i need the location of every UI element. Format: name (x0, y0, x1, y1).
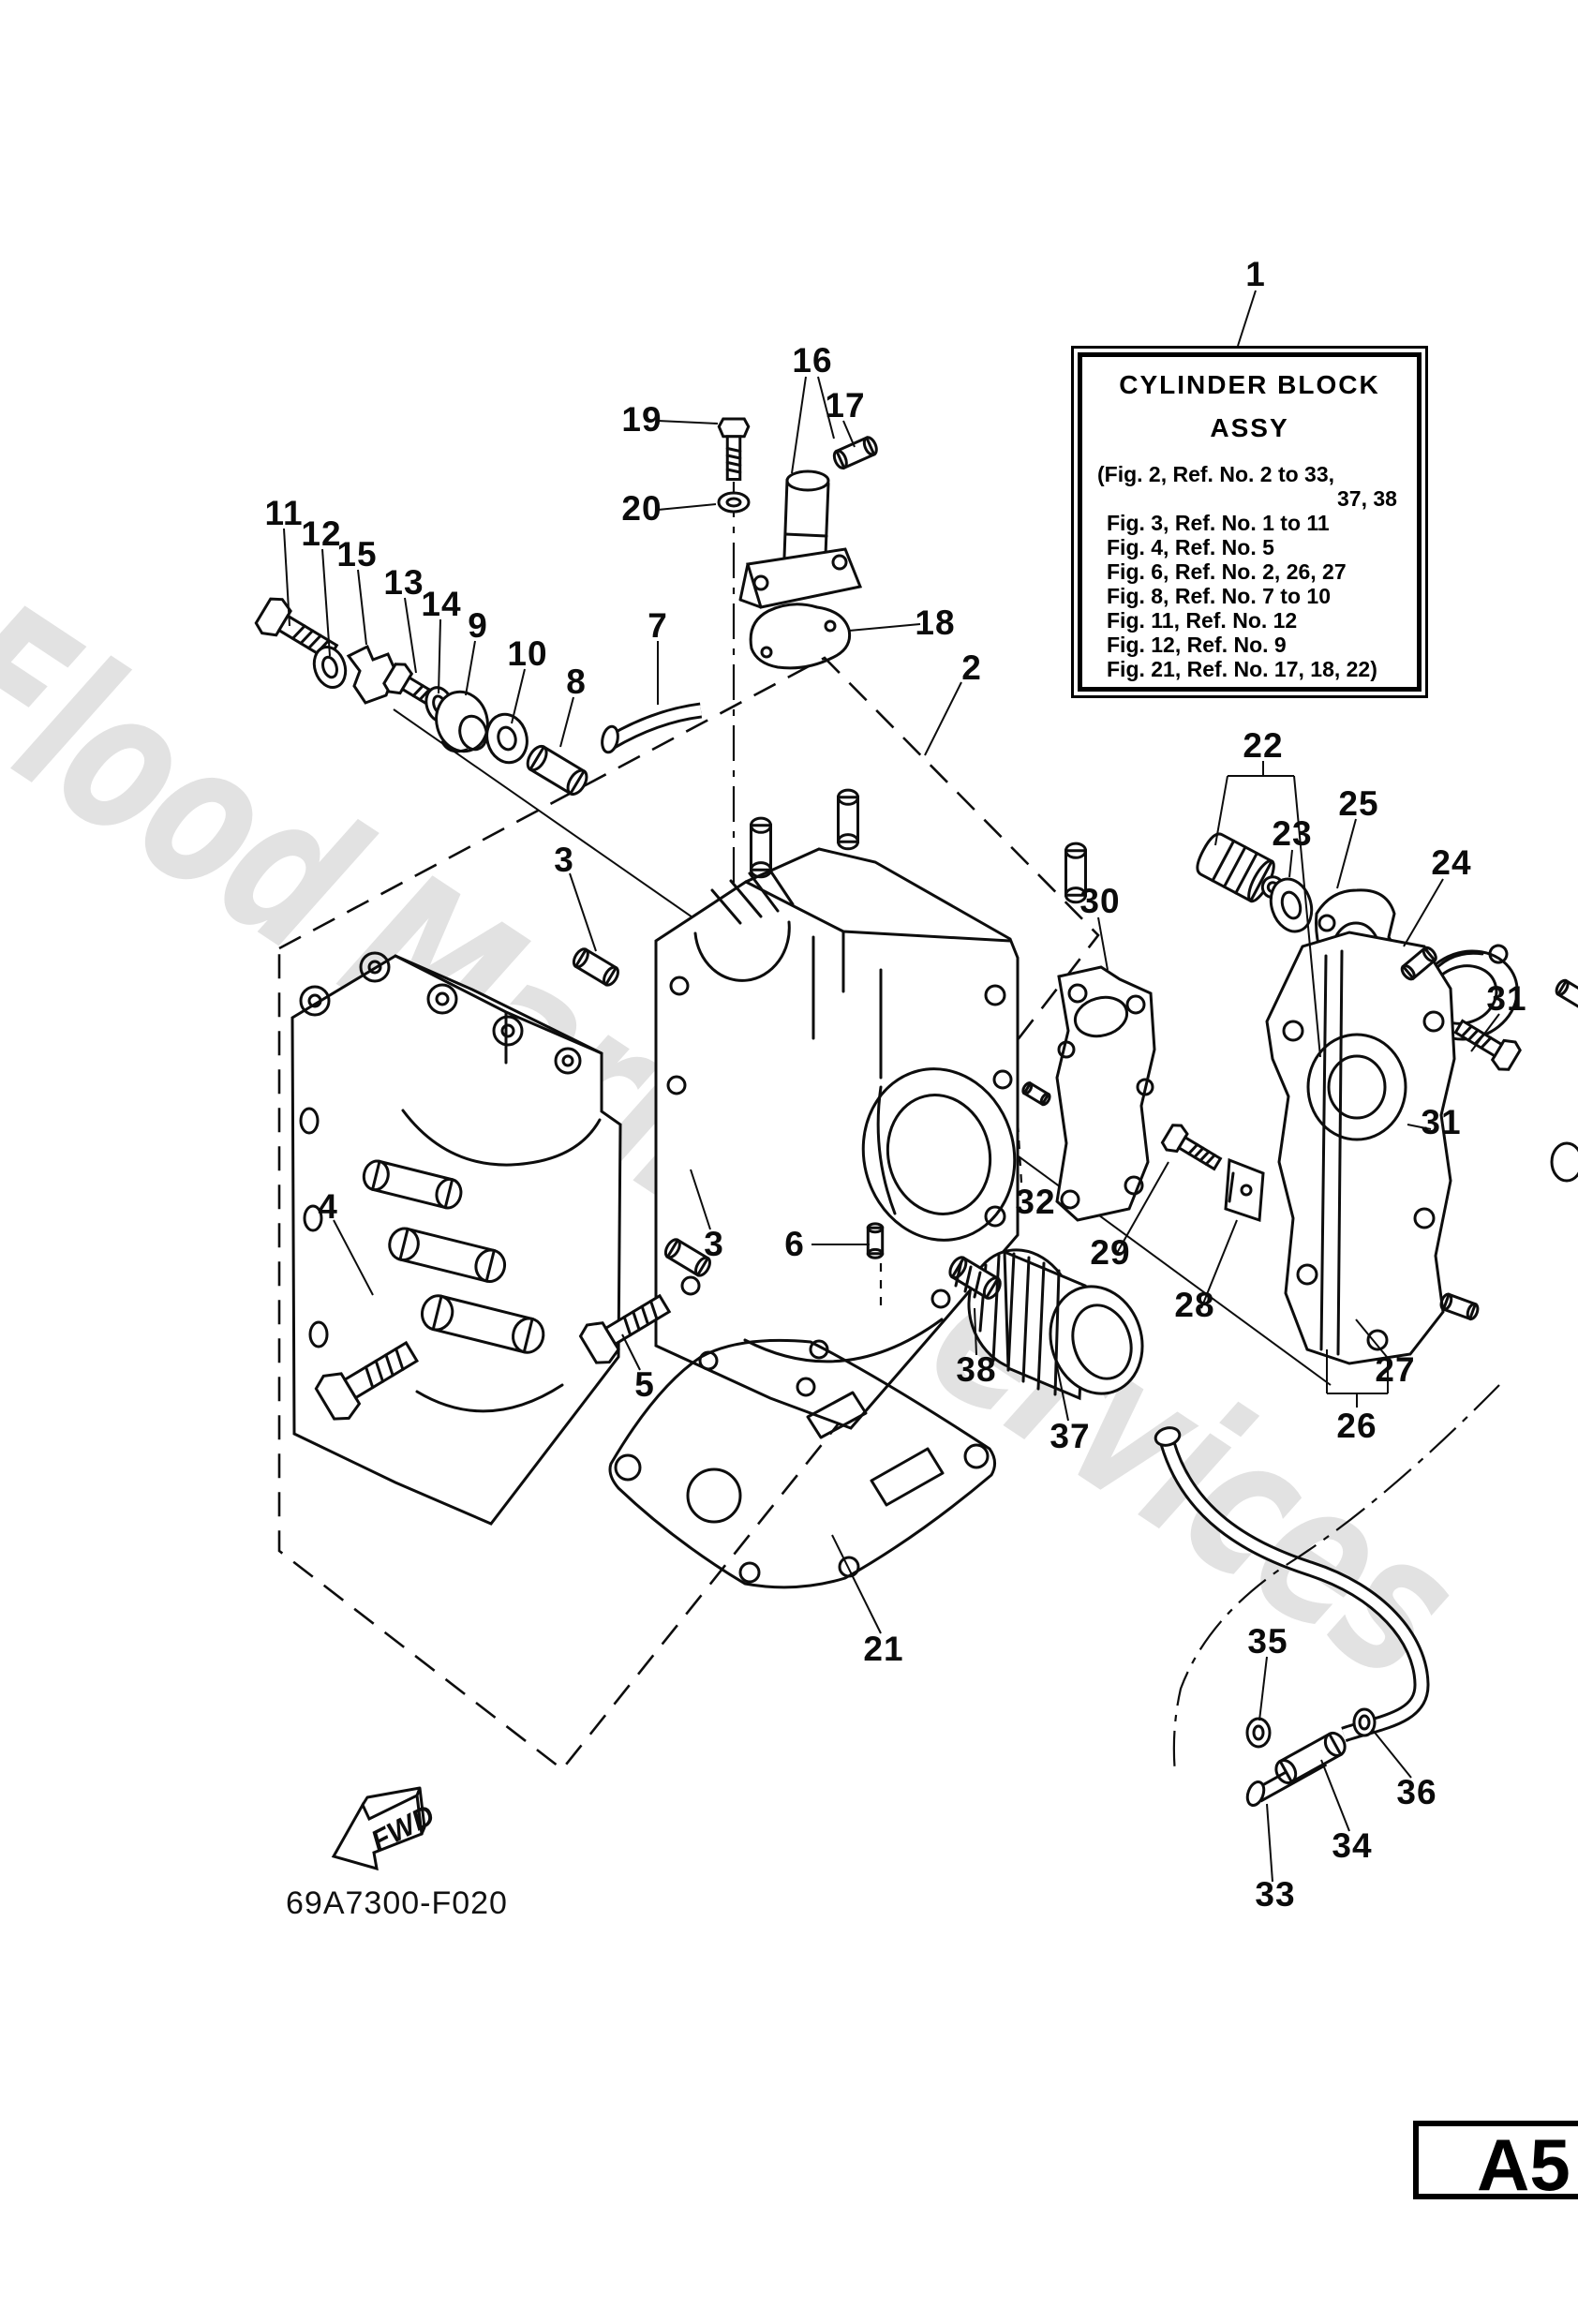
callout-4: 4 (318, 1187, 338, 1226)
callout-23: 23 (1272, 814, 1313, 853)
clamp-35 (1247, 1719, 1270, 1747)
callout-33: 33 (1255, 1875, 1296, 1914)
leader-lines (284, 290, 1499, 1882)
callout-31: 31 (1486, 979, 1527, 1018)
drain-plug-38 (945, 1253, 1005, 1303)
callout-38: 38 (956, 1350, 997, 1389)
pin-32-axis (1018, 1121, 1021, 1183)
callout-9: 9 (468, 606, 488, 645)
info-box-inner: CYLINDER BLOCK ASSY (Fig. 2, Ref. No. 2 … (1078, 352, 1422, 692)
callout-34: 34 (1332, 1826, 1373, 1865)
cylinder-block-drawing (656, 788, 1087, 1428)
callout-21: 21 (863, 1630, 904, 1668)
callout-3: 3 (704, 1225, 724, 1263)
callout-24: 24 (1431, 843, 1472, 882)
callout-8: 8 (566, 663, 587, 701)
info-ref-line: Fig. 4, Ref. No. 5 (1107, 535, 1274, 559)
info-ref-line: Fig. 3, Ref. No. 1 to 11 (1107, 511, 1330, 535)
callout-27: 27 (1375, 1350, 1416, 1389)
callout-1: 1 (1245, 255, 1266, 293)
page-label-box: A5 (1413, 2121, 1578, 2206)
edge-fragments (1552, 977, 1578, 1181)
info-ref-line: (Fig. 2, Ref. No. 2 to 33, (1097, 462, 1335, 486)
exhaust-gasket-30 (1057, 967, 1154, 1220)
info-box: CYLINDER BLOCK ASSY (Fig. 2, Ref. No. 2 … (1071, 346, 1428, 698)
info-box-body: (Fig. 2, Ref. No. 2 to 33, 37, 38 Fig. 3… (1082, 462, 1417, 681)
callout-12: 12 (301, 514, 342, 553)
info-box-title: CYLINDER BLOCK (1119, 370, 1380, 399)
callout-7: 7 (648, 606, 668, 645)
callout-26: 26 (1336, 1407, 1377, 1445)
callout-35: 35 (1247, 1622, 1288, 1661)
drawing-code: 69A7300-F020 (286, 1885, 508, 1921)
info-ref-line: 37, 38 (1337, 486, 1397, 511)
info-ref-line: Fig. 6, Ref. No. 2, 26, 27 (1107, 559, 1347, 584)
callout-2: 2 (961, 648, 982, 687)
callout-19: 19 (621, 400, 662, 439)
callout-6: 6 (784, 1225, 805, 1263)
callout-25: 25 (1338, 784, 1379, 823)
info-box-subtitle: ASSY (1210, 413, 1289, 442)
info-ref-line: Fig. 21, Ref. No. 17, 18, 22) (1107, 657, 1377, 681)
callout-5: 5 (634, 1365, 655, 1404)
callout-16: 16 (792, 341, 833, 380)
callout-14: 14 (421, 585, 462, 623)
washer-20 (719, 493, 749, 512)
callout-31: 31 (1421, 1103, 1462, 1141)
callout-18: 18 (915, 603, 956, 642)
info-ref-line: Fig. 11, Ref. No. 12 (1107, 608, 1298, 633)
callout-11: 11 (264, 494, 304, 532)
callout-28: 28 (1174, 1286, 1215, 1324)
grommet-9 (430, 686, 495, 757)
callout-17: 17 (825, 386, 866, 425)
callout-22: 22 (1243, 726, 1284, 765)
info-ref-line: Fig. 8, Ref. No. 7 to 10 (1107, 584, 1331, 608)
callout-37: 37 (1050, 1417, 1091, 1455)
page-label: A5 (1477, 2123, 1571, 2206)
info-ref-line: Fig. 12, Ref. No. 9 (1107, 633, 1287, 657)
hose-joint-16 (740, 471, 860, 607)
callout-10: 10 (507, 634, 548, 673)
grommet-ring-10 (482, 709, 532, 767)
callout-29: 29 (1090, 1233, 1131, 1272)
fwd-arrow: FWD (334, 1788, 439, 1869)
water-hose-33 (1154, 1385, 1499, 1808)
callout-32: 32 (1015, 1183, 1056, 1221)
callout-36: 36 (1396, 1773, 1437, 1811)
clamp-36 (1354, 1709, 1375, 1736)
callout-30: 30 (1079, 882, 1121, 920)
callout-15: 15 (336, 535, 378, 574)
anode-28 (1226, 1160, 1263, 1220)
gasket-21 (610, 1340, 995, 1587)
callout-3: 3 (554, 841, 574, 879)
callout-13: 13 (383, 563, 424, 602)
callout-20: 20 (621, 489, 662, 528)
breather-hose-7 (600, 710, 701, 753)
exhaust-cover-26 (1267, 932, 1481, 1363)
